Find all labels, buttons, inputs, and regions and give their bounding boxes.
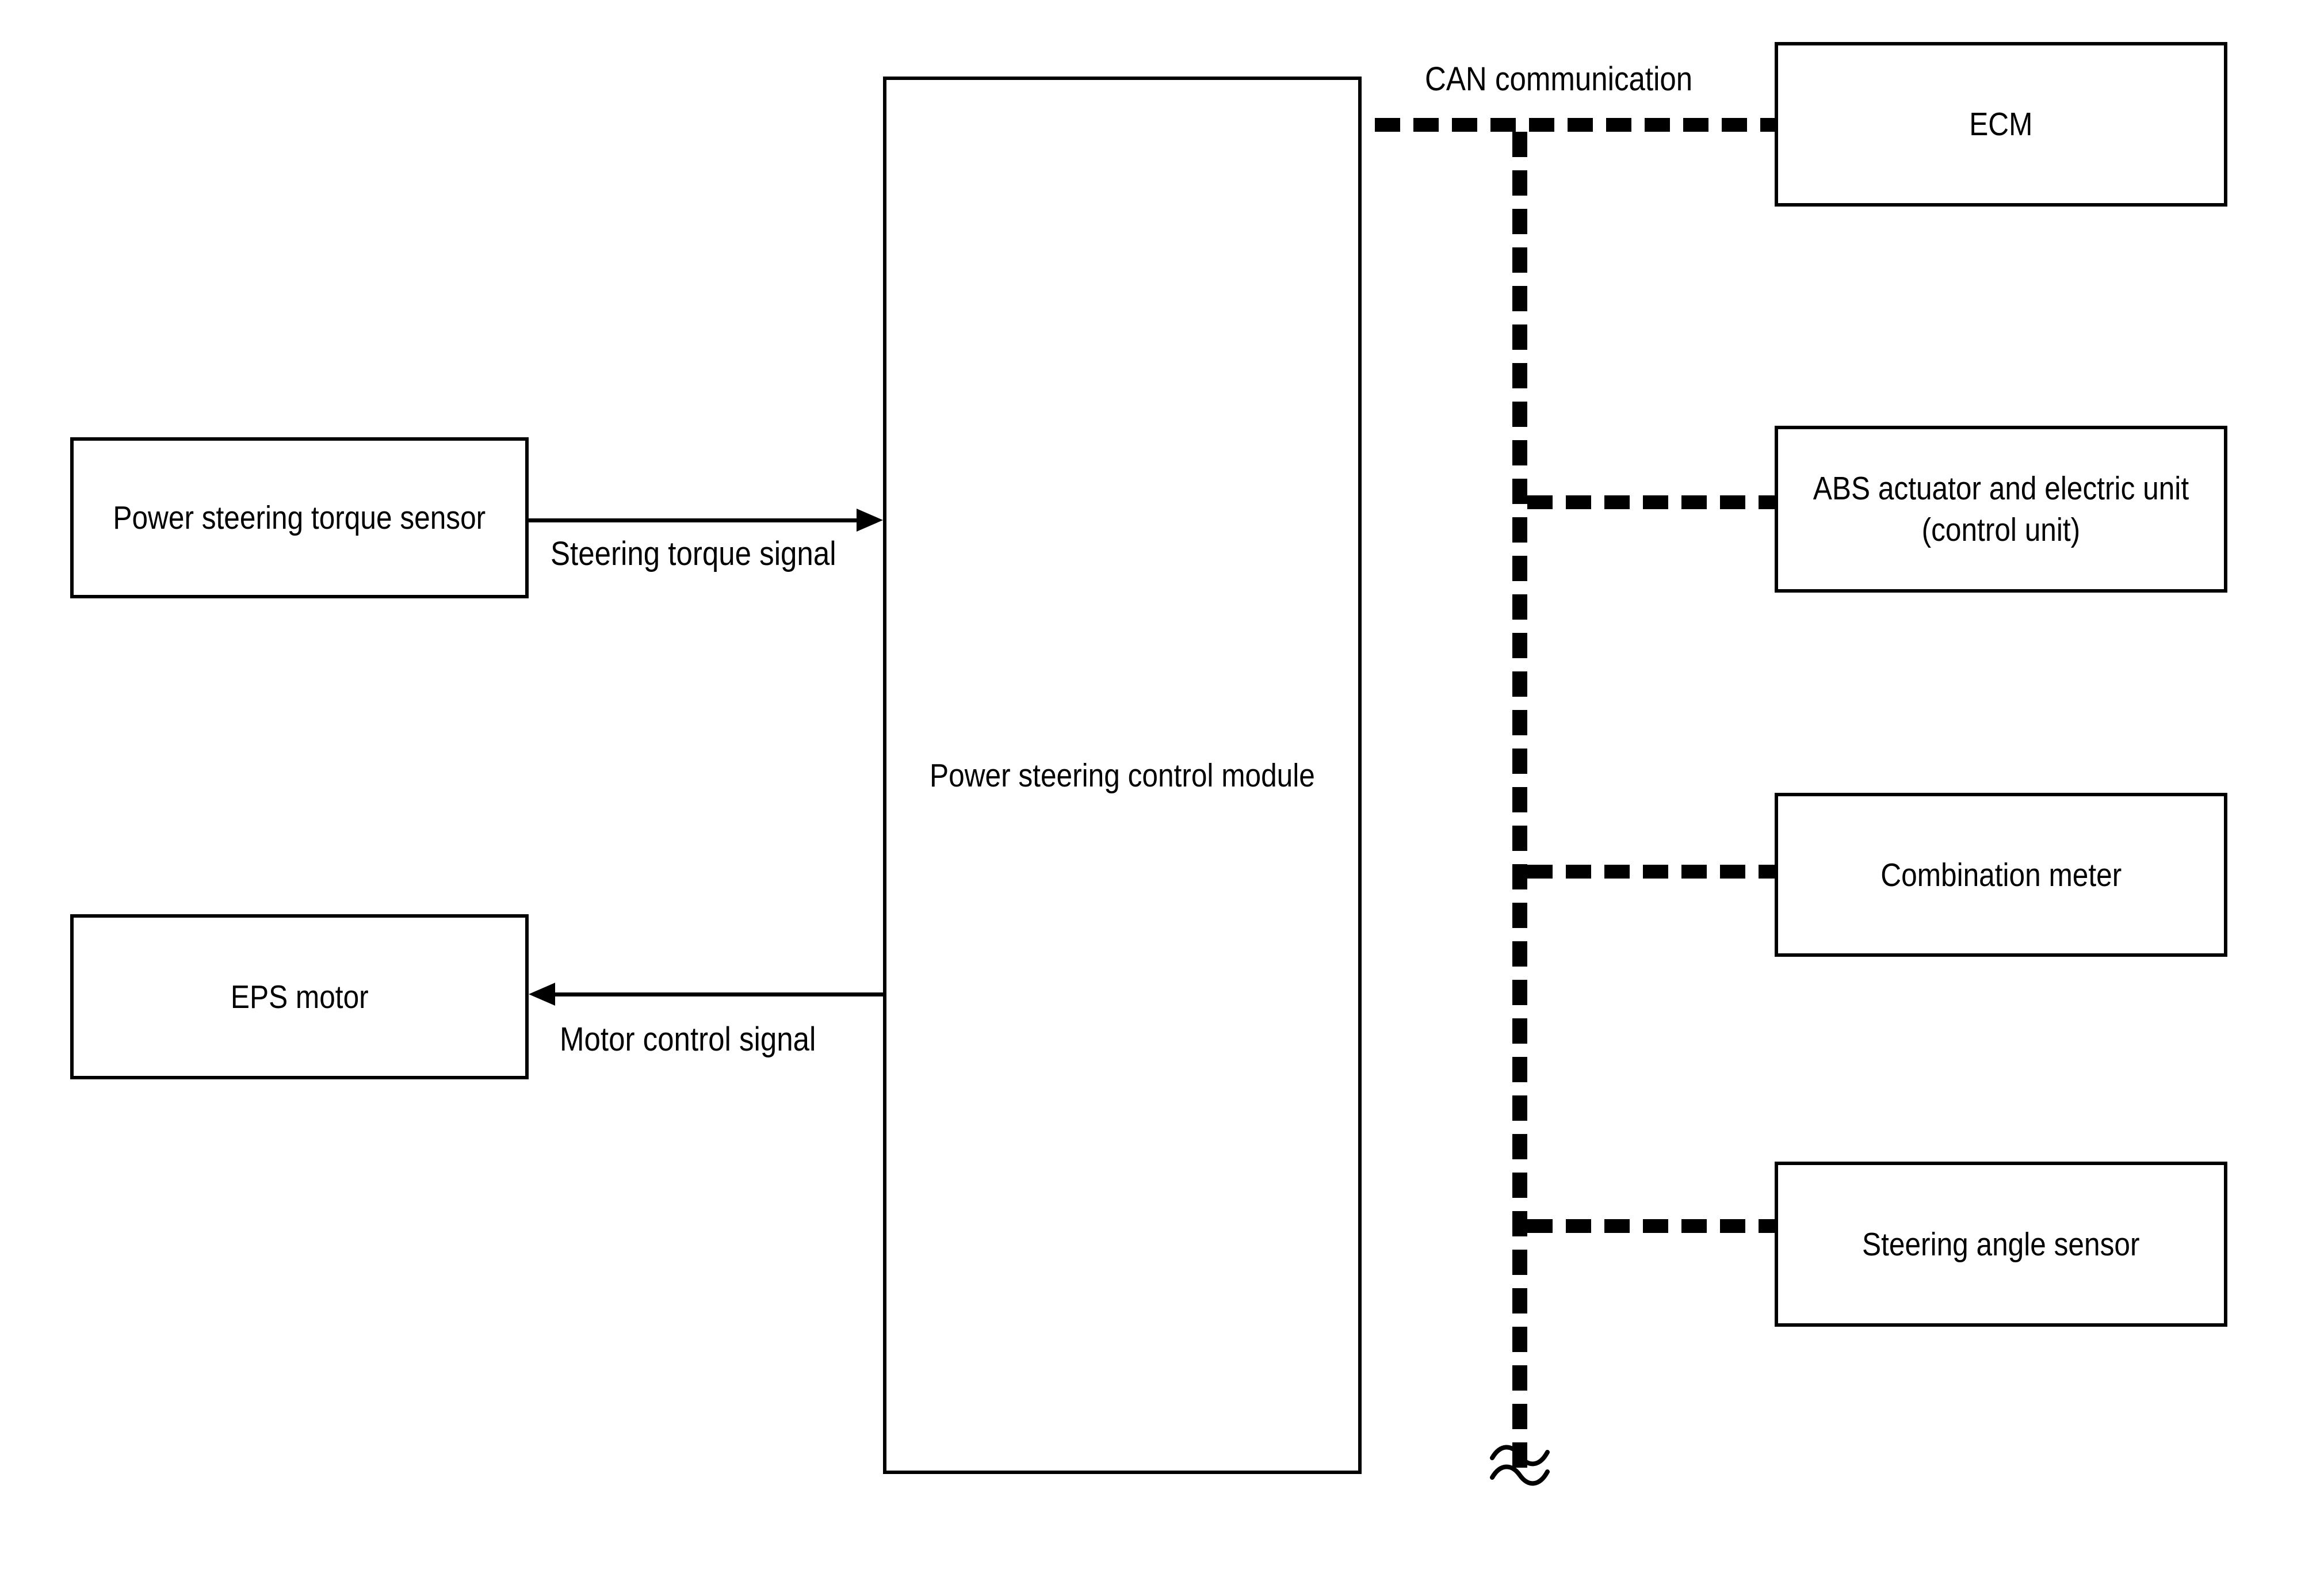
steering-torque-signal-label: Steering torque signal [551, 535, 836, 572]
motor-control-arrowhead-icon [529, 983, 555, 1006]
motor-control-signal-label: Motor control signal [560, 1021, 816, 1058]
motor-control-arrow-line [555, 992, 883, 996]
can-bus-branch-combination-meter [1527, 865, 1775, 879]
steering-torque-arrow-line [529, 518, 858, 522]
abs-actuator-label-line1: ABS actuator and electric unit [1813, 470, 2189, 507]
power-steering-control-module-box: Power steering control module [883, 77, 1362, 1474]
power-steering-torque-sensor-label: Power steering torque sensor [113, 499, 486, 536]
abs-actuator-box: ABS actuator and electric unit (control … [1775, 426, 2227, 593]
can-bus-branch-steering-angle-sensor [1527, 1219, 1775, 1233]
can-communication-label: CAN communication [1425, 60, 1693, 98]
power-steering-torque-sensor-box: Power steering torque sensor [70, 437, 529, 598]
continuation-wave-icon [1490, 1445, 1550, 1486]
steering-torque-arrowhead-icon [857, 509, 883, 532]
ecm-label: ECM [1969, 106, 2033, 143]
eps-motor-box: EPS motor [70, 914, 529, 1079]
can-bus-vertical-trunk [1512, 132, 1527, 1469]
power-steering-control-module-label: Power steering control module [930, 757, 1315, 794]
can-bus-top-segment [1362, 118, 1775, 132]
ecm-box: ECM [1775, 42, 2227, 207]
abs-actuator-label-line2: (control unit) [1921, 511, 2081, 548]
can-bus-branch-abs [1527, 495, 1775, 509]
combination-meter-label: Combination meter [1880, 856, 2122, 893]
combination-meter-box: Combination meter [1775, 793, 2227, 957]
steering-angle-sensor-box: Steering angle sensor [1775, 1162, 2227, 1327]
eps-motor-label: EPS motor [230, 978, 369, 1015]
steering-angle-sensor-label: Steering angle sensor [1862, 1225, 2140, 1263]
